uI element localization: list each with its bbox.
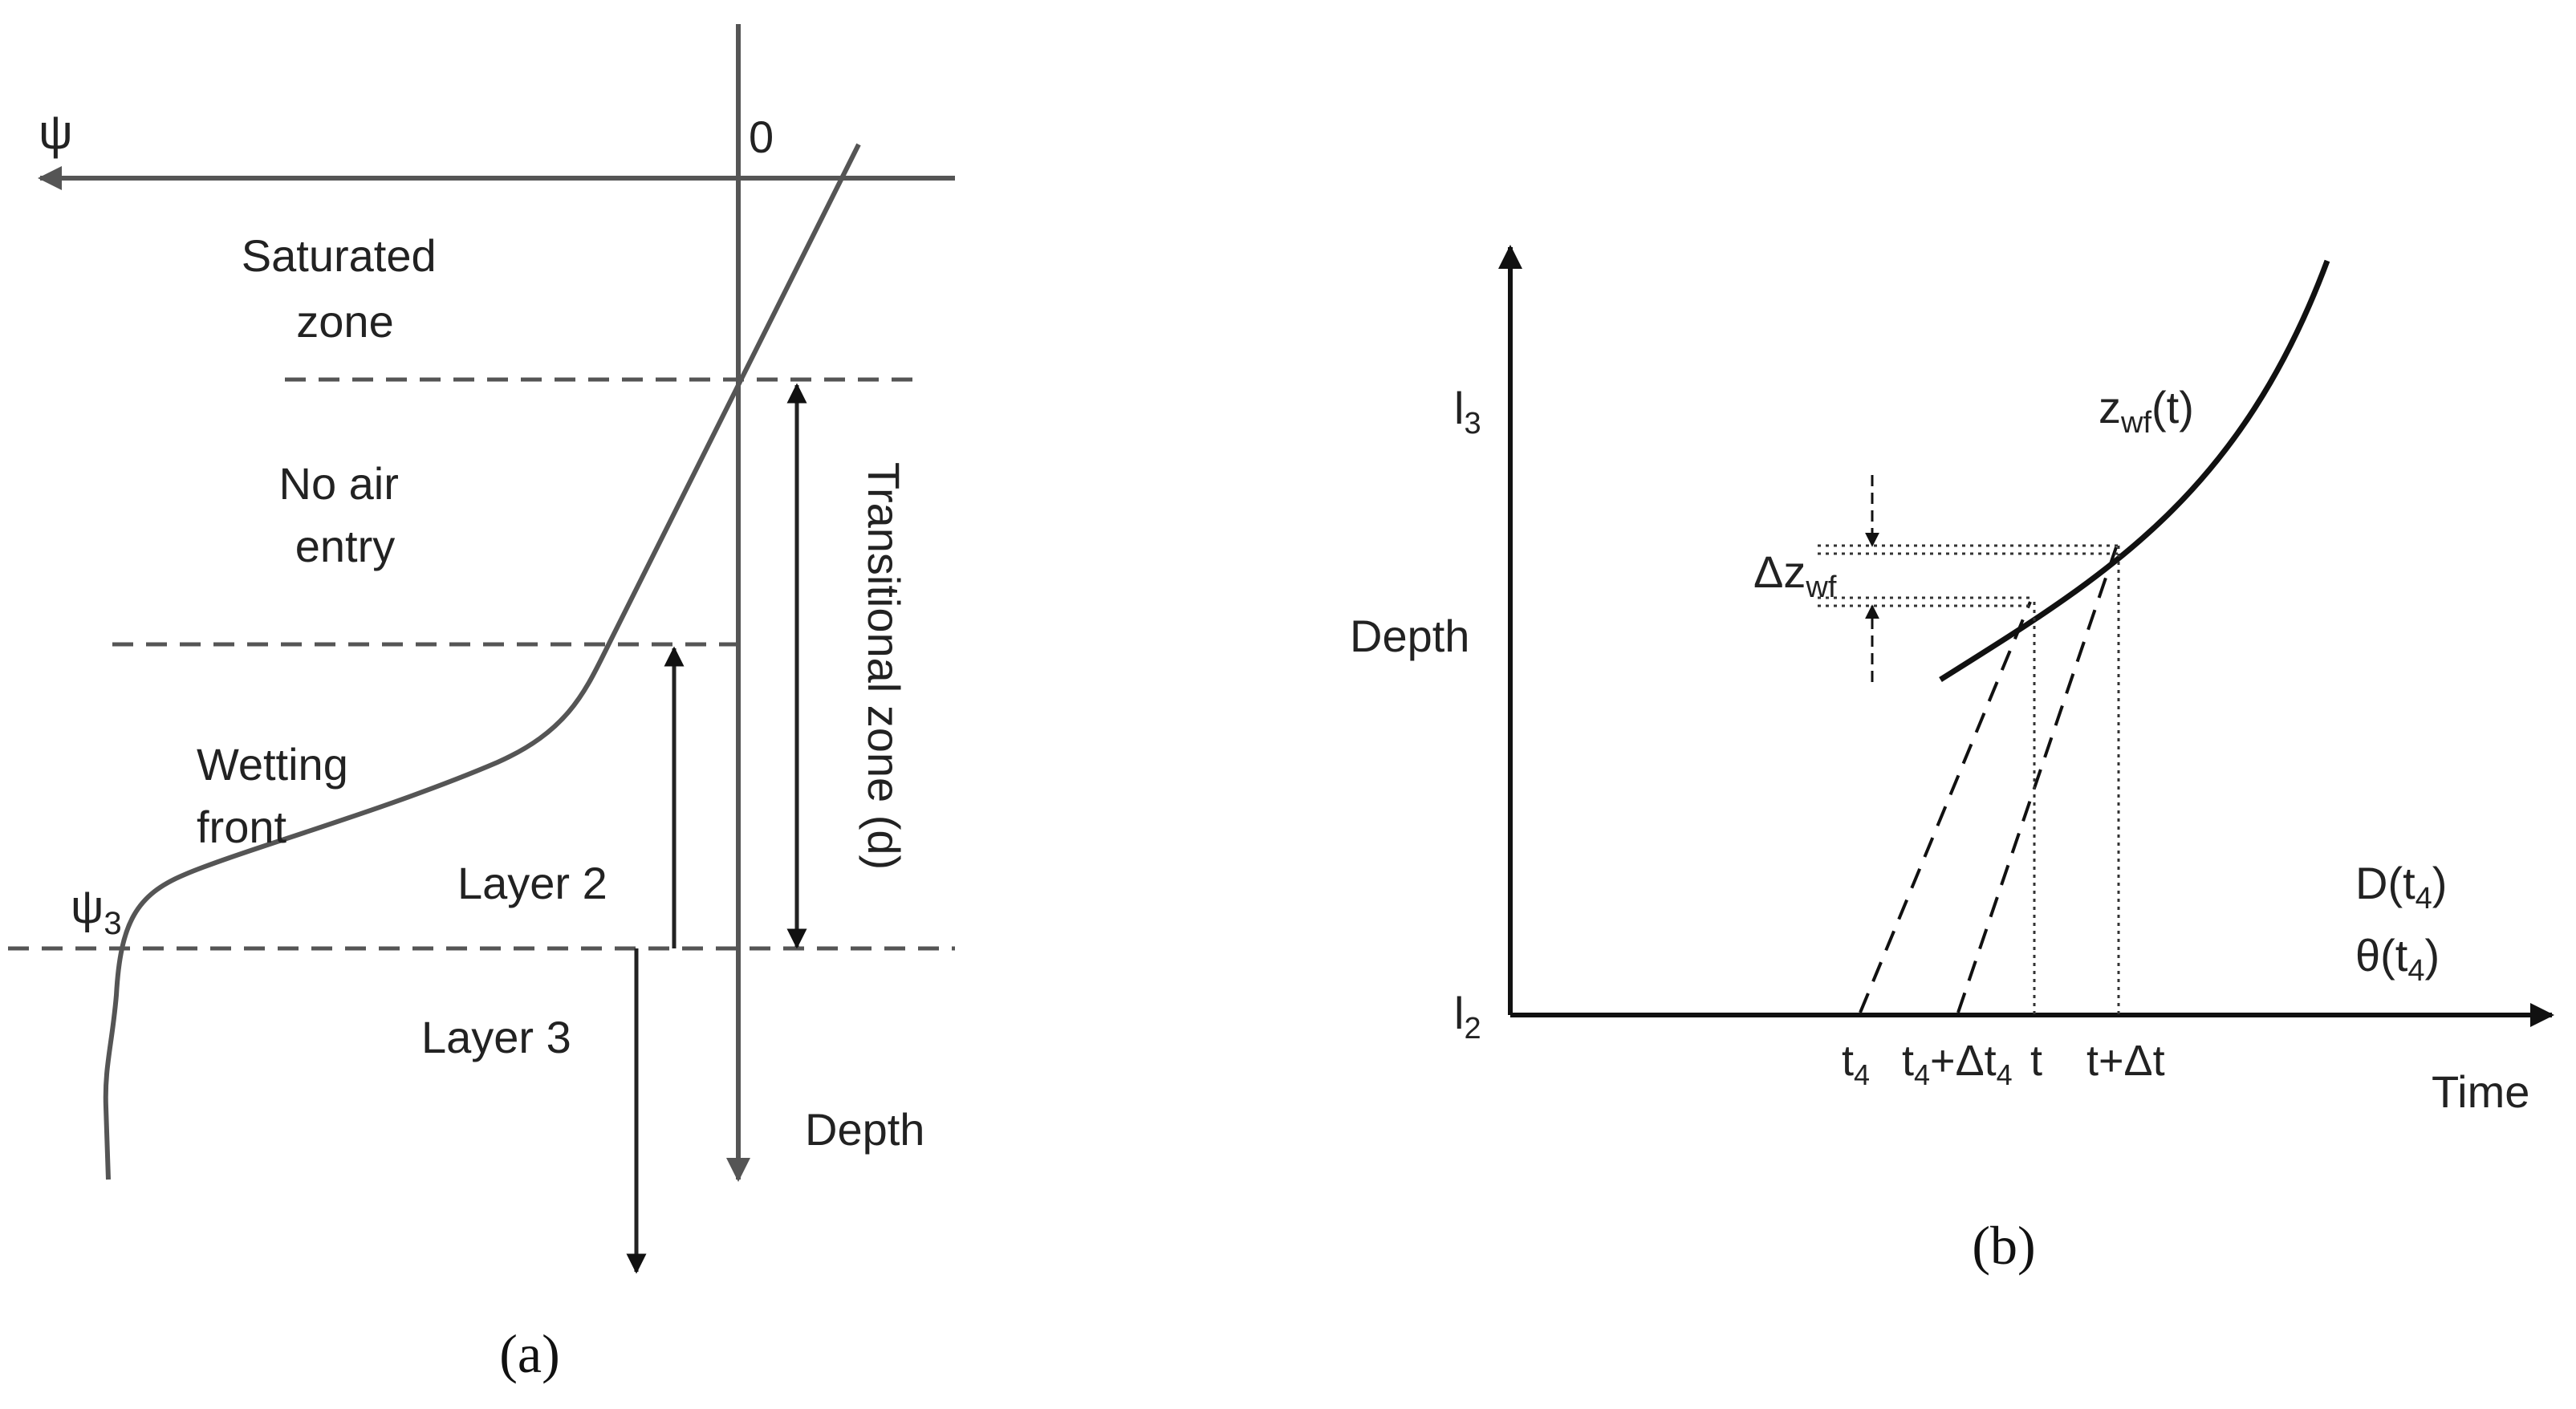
caption-b: (b): [1972, 1215, 2035, 1276]
tick-label-t4-plus-dt4: t4+Δt4: [1902, 1037, 2013, 1091]
layer-3-label: Layer 3: [421, 1012, 571, 1062]
tick-label-t4: t4: [1842, 1037, 1870, 1091]
depth-label-a: Depth: [805, 1104, 924, 1155]
wetting-front-depth-curve: [1939, 259, 2330, 682]
tick-label-t-plus-dt: t+Δt: [2086, 1037, 2165, 1085]
time-label: Time: [2432, 1066, 2529, 1117]
wetting-front-label: Wetting front: [197, 739, 360, 852]
saturated-zone-label: Saturated zone: [242, 230, 449, 347]
tick-label-t: t: [2030, 1037, 2042, 1085]
delta-zwf-label: Δzwf: [1753, 546, 1837, 604]
caption-a: (a): [499, 1323, 559, 1384]
transitional-zone-label: Transitional zone (d): [859, 462, 909, 870]
no-air-entry-label: No air entry: [279, 458, 412, 571]
depth-label-b: Depth: [1350, 611, 1469, 661]
zero-label: 0: [749, 112, 774, 162]
l3-label: l3: [1454, 383, 1481, 441]
psi-axis-label: ψ: [39, 105, 73, 159]
panel-b: l3 l2 Depth Time zwf(t) Δzwf D(t4) θ(t4)…: [1350, 245, 2554, 1276]
d-t4-label: D(t4): [2355, 858, 2447, 916]
tangent-at-t-plus-dt: [1956, 546, 2118, 1013]
panel-a: ψ 0 Saturated zone No air entry Wetting …: [8, 24, 955, 1384]
pressure-head-curve: [103, 143, 861, 1180]
theta-t4-label: θ(t4): [2355, 930, 2440, 988]
layer-2-label: Layer 2: [457, 858, 607, 908]
psi3-label: ψ3: [71, 881, 122, 941]
tangent-at-t: [1859, 601, 2032, 1013]
l2-label: l2: [1454, 988, 1481, 1046]
zwf-curve-label: zwf(t): [2099, 382, 2194, 440]
